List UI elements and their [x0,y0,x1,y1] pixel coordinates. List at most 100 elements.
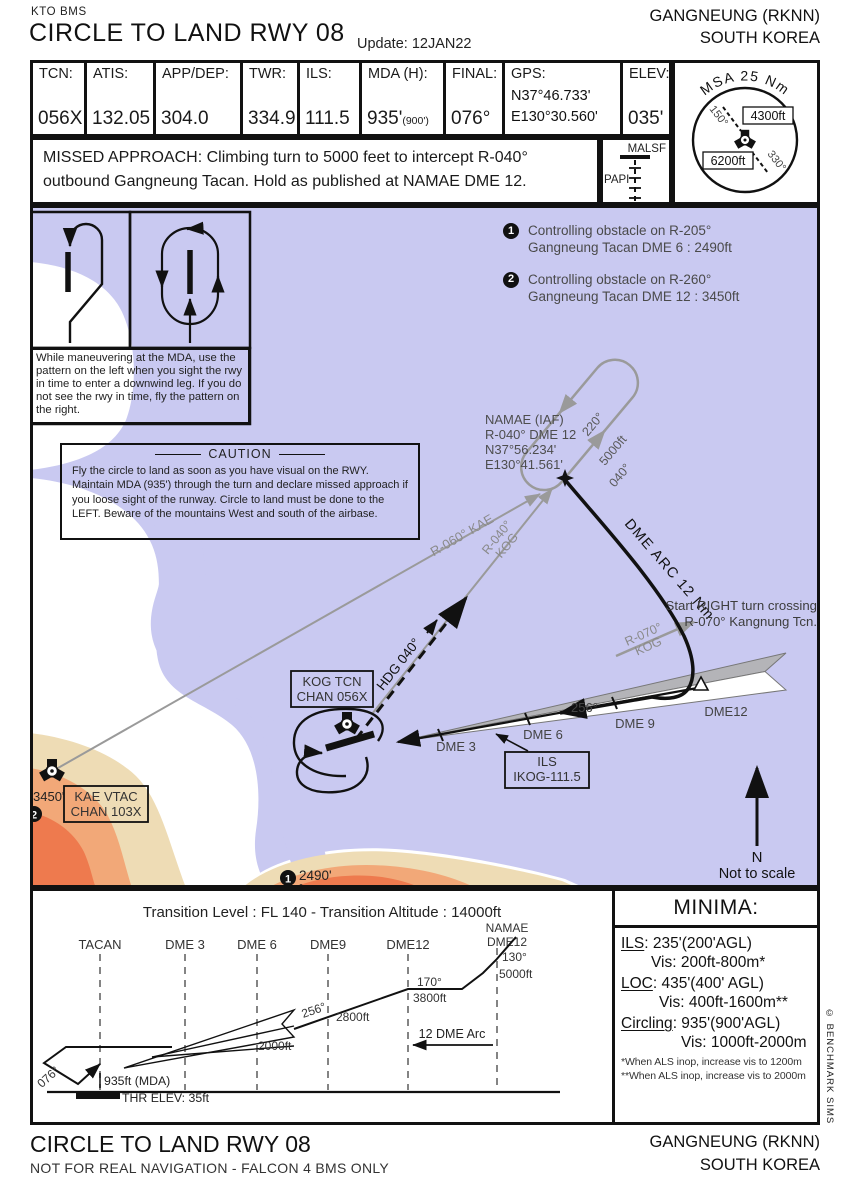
appdep-label: APP/DEP: [162,66,229,82]
missed-approach-text: MISSED APPROACH: Climbing turn to 5000 f… [43,149,528,191]
profile-alt2800: 2800ft [336,1010,370,1024]
profile-thr-label: THR ELEV: 35ft [122,1091,210,1105]
cell-ils: ILS: 111.5 [297,60,362,137]
minima-ils-term: ILS [621,935,645,952]
obstacle-1-line2: Gangneung Tacan DME 6 : 2490ft [528,240,732,256]
minima-loc-term: LOC [621,975,653,992]
minima-circling-line: Circling: 935'(900'AGL) [621,1015,812,1033]
namae-label-2: R-040° DME 12 [485,427,576,442]
ils-freq-box [504,751,590,789]
final-approach-line [395,685,704,747]
minima-circling-alt: : 935'(900'AGL) [672,1015,781,1032]
dme-arc-path [564,479,695,701]
cell-final: FINAL: 076° [443,60,505,137]
start-turn-line2: R-070° Kangnung Tcn. [684,614,817,629]
update-date: Update: 12JAN22 [357,36,472,52]
missed-approach-box: MISSED APPROACH: Climbing turn to 5000 f… [30,137,600,205]
profile-circling-loop [42,1046,172,1086]
msa-inset: MSA 25 Nm 150° 330° 4300ft 6200ft [672,60,820,205]
kog-box-line2: CHAN 056X [297,689,368,704]
caution-title: CAUTION [72,446,408,463]
cell-mda: MDA (H): 935'(900') [359,60,446,137]
minima-note-2: **When ALS inop, increase vis to 2000m [621,1070,806,1083]
obstacle-1-badge: 1 [503,223,519,239]
mda-value-note: (900') [402,115,429,127]
malsf-label: MALSF [628,143,666,155]
radial-r060-line [57,493,541,769]
final-label: FINAL: [452,66,498,82]
dme-ticks [437,696,618,742]
mda-value-wrap: 935'(900') [367,108,429,130]
kae-box-line2: CHAN 103X [71,804,142,819]
ils-box-arrow [495,733,529,752]
minima-circling-vis: Vis: 1000ft-2000m [681,1034,807,1051]
twr-label: TWR: [249,66,287,82]
footer-airport-block: GANGNEUNG (RKNN) SOUTH KOREA [649,1131,820,1177]
footer-warning: NOT FOR REAL NAVIGATION - FALCON 4 BMS O… [30,1160,390,1176]
tcn-label: TCN: [39,66,73,82]
cell-atis: ATIS: 132.05 [84,60,156,137]
profile-col-dme12: DME12 [386,937,429,952]
atis-label: ATIS: [93,66,129,82]
spot-elev-1-label: 2490' [299,868,332,883]
circle-to-land-track [292,707,384,794]
profile-feather-icon [123,1008,297,1069]
page-title: CIRCLE TO LAND RWY 08 [29,19,345,47]
holding-pattern-icon [519,358,640,492]
minima-title: MINIMA: [615,891,817,928]
caution-box: CAUTION Fly the circle to land as soon a… [60,443,420,540]
cell-gps: GPS: N37°46.733' E130°30.560' [502,60,623,137]
hdg-dashed-arrow [354,595,468,740]
twr-value: 334.9 [248,108,296,129]
pattern-note-text: While maneuvering at the MDA, use the pa… [36,352,242,416]
atis-value: 132.05 [92,108,151,129]
minima-ils-vis: Vis: 200ft-800m* [651,954,766,971]
lighting-box: MALSF PAPI [600,137,672,205]
ils-value: 111.5 [305,108,350,129]
profile-alt2000: 2000ft [258,1039,292,1053]
mda-value: 935' [367,108,403,129]
ils-box-line2: IKOG-111.5 [513,769,580,784]
north-label: N [752,849,763,866]
obstacle-badge-1-map [280,870,296,886]
gps-lon: E130°30.560' [511,109,598,125]
elev-value: 035' [628,108,664,129]
arc-junction-triangle-icon [692,675,710,691]
gps-label: GPS: [511,66,546,82]
obstacle-badge-2-num: 2 [31,810,37,822]
cell-elev: ELEV: 035' [620,60,672,137]
profile-col-dme6: DME 6 [237,937,277,952]
terrain-contours [30,733,578,888]
dme6-label: DME 6 [523,727,563,742]
profile-arc-label: 12 DME Arc [419,1027,486,1041]
profile-namae-1: NAMAE [486,921,529,935]
kog-tcn-box [290,670,374,708]
msa-circle [691,86,799,194]
papi-label: PAPI [604,174,629,186]
ils-box-line1: ILS [537,754,557,769]
cell-appdep: APP/DEP: 304.0 [153,60,243,137]
profile-mda-label: 935ft (MDA) [104,1074,170,1088]
profile-path [293,936,517,1030]
appdep-value: 304.0 [161,108,209,129]
footer-airport: GANGNEUNG (RKNN) [649,1133,820,1151]
hdg-label-arrow [423,619,438,636]
gps-lat: N37°46.733' [511,88,591,104]
obstacle-note-2: 2 Controlling obstacle on R-260° Gangneu… [503,271,803,306]
minima-note-1: *When ALS inop, increase vis to 1200m [621,1056,802,1068]
minima-ils-line: ILS: 235'(200'AGL) [621,935,812,953]
runway-icon [325,730,375,752]
dme9-label: DME 9 [615,716,655,731]
footer-country: SOUTH KOREA [699,1155,820,1174]
mda-label: MDA (H): [368,66,428,82]
spot-elev-2-label: 3450' [33,789,64,804]
profile-view: Transition Level : FL 140 - Transition A… [30,888,615,1125]
kae-box-line1: KAE VTAC [74,789,137,804]
not-to-scale-label: Not to scale [719,866,796,882]
profile-namae-2: DME12 [487,935,527,949]
obstacle-badge-1-num: 1 [285,874,291,886]
minima-loc-alt: : 435'(400' AGL) [652,975,764,992]
footer-title: CIRCLE TO LAND RWY 08 [30,1131,311,1157]
profile-runway-icon [76,1092,120,1099]
